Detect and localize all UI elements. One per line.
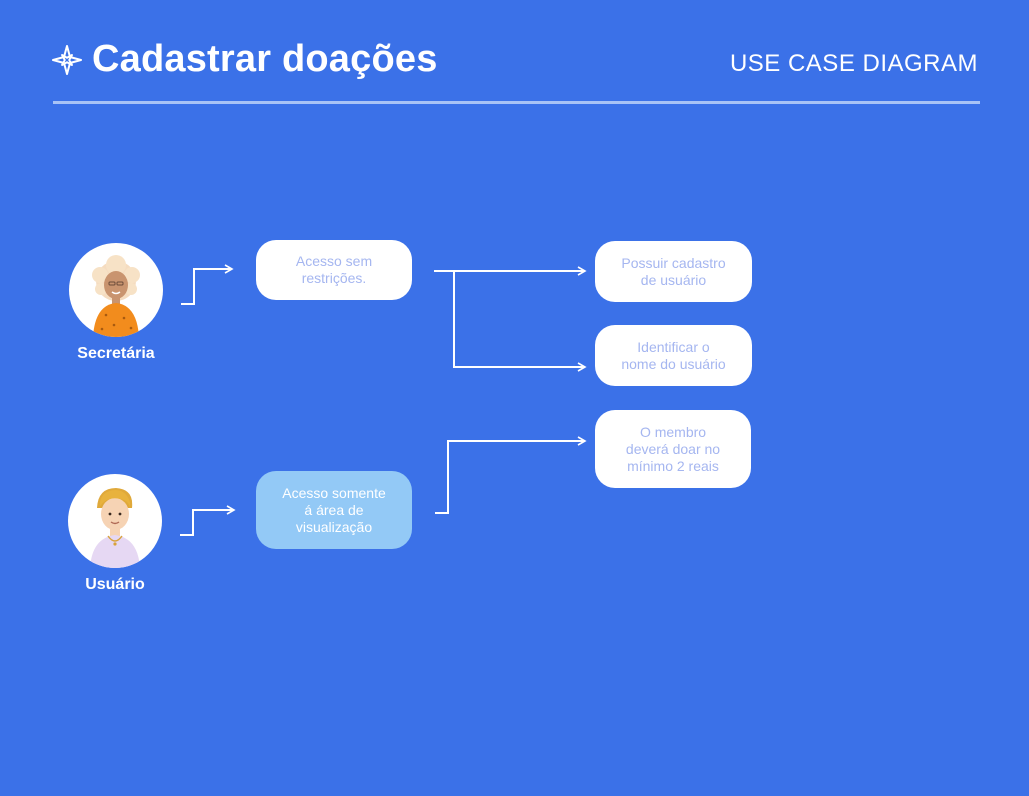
elderly-woman-avatar [69,243,163,337]
compass-star-icon [52,44,82,75]
usecase-label: Identificar o nome do usuário [621,338,726,372]
usecase-label: Possuir cadastro de usuário [621,254,726,288]
header-divider [53,101,980,104]
diagram-type-label: USE CASE DIAGRAM [729,50,978,77]
usecase-doar-minimo: O membro deverá doar no mínimo 2 reais [595,410,751,488]
usecase-label: Acesso somente á área de visualização [282,484,386,535]
connector-visualizacao-to-doar [435,436,587,514]
actor-label: Usuário [85,576,145,593]
usecase-possuir-cadastro: Possuir cadastro de usuário [595,241,752,302]
usecase-acesso-visualizacao: Acesso somente á área de visualização [256,471,412,549]
connector-secretaria-to-acesso [181,264,234,305]
actor-label: Secretária [77,345,155,362]
young-man-avatar [68,474,162,568]
usecase-label: Acesso sem restrições. [295,253,373,286]
connector-acesso-to-identificar [453,271,587,372]
usecase-acesso-sem-restricoes: Acesso sem restrições. [256,240,412,300]
page-title: Cadastrar doações [92,38,438,80]
actor-secretaria: Secretária [69,243,163,362]
page-header: Cadastrar doações [52,38,438,81]
connector-usuario-to-visualizacao [180,505,236,536]
usecase-identificar-nome: Identificar o nome do usuário [595,325,752,386]
actor-usuario: Usuário [68,474,162,593]
usecase-label: O membro deverá doar no mínimo 2 reais [625,423,721,474]
